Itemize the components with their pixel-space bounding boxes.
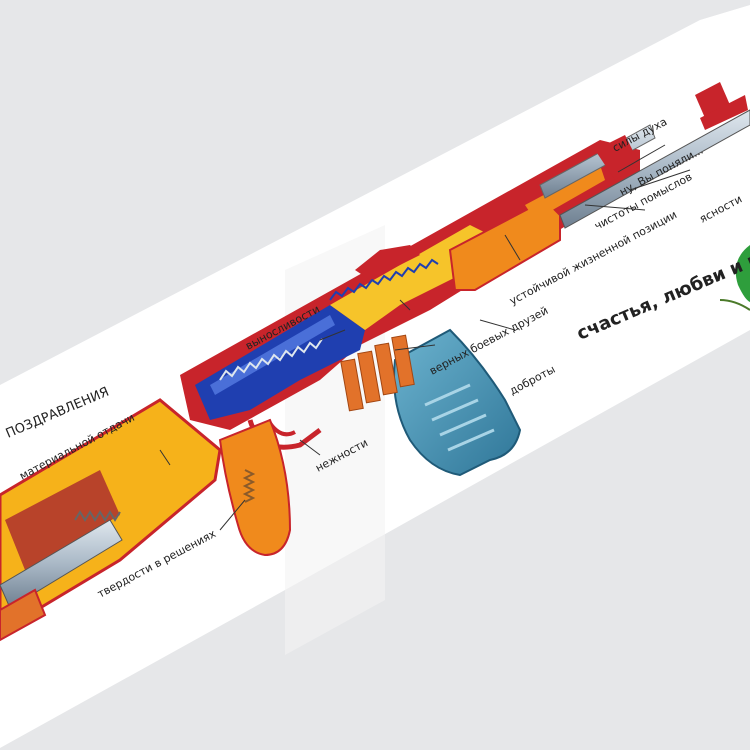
rifle-barrel xyxy=(559,109,750,229)
upper-handguard xyxy=(525,165,605,220)
gas-block xyxy=(595,135,640,180)
leader-lines xyxy=(159,144,691,531)
rifle-magazine xyxy=(393,328,522,477)
receiver-inner-blue xyxy=(195,305,365,420)
top-spring xyxy=(329,258,439,301)
cartridges xyxy=(340,334,415,412)
stock-spring xyxy=(74,510,121,522)
rose-stem xyxy=(719,299,750,311)
pistol-grip xyxy=(218,418,292,557)
rose-leaf xyxy=(735,245,750,302)
stock-buttplate xyxy=(0,588,47,642)
rear-sight xyxy=(355,245,420,280)
rifle-illustration xyxy=(0,82,750,642)
recoil-spring-guide xyxy=(210,315,335,395)
grip-spring xyxy=(242,469,256,503)
stock-wood-insert xyxy=(5,470,120,570)
recoil-spring xyxy=(219,338,323,381)
front-sight-base xyxy=(700,95,748,130)
magazine-ribs xyxy=(424,383,495,452)
stock-metal-tube xyxy=(0,519,123,609)
